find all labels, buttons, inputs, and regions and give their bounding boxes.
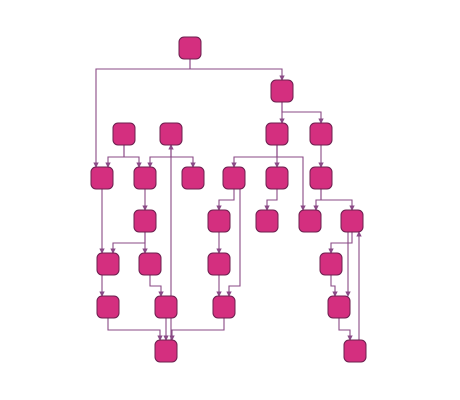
node-n10 bbox=[309, 166, 333, 190]
node-n5 bbox=[112, 122, 136, 146]
edge-9 bbox=[105, 145, 125, 168]
edge-26 bbox=[226, 189, 241, 297]
node-n18 bbox=[96, 252, 120, 276]
node-n8 bbox=[265, 166, 289, 190]
edge-31 bbox=[169, 318, 225, 341]
edge-15 bbox=[110, 232, 146, 254]
node-n6 bbox=[159, 122, 183, 146]
node-n16 bbox=[255, 209, 279, 233]
node-n17 bbox=[340, 209, 364, 233]
node-n2 bbox=[270, 79, 294, 103]
edge-21 bbox=[320, 189, 355, 211]
edge-19 bbox=[264, 189, 278, 211]
edge-layer bbox=[93, 59, 362, 341]
node-n23 bbox=[154, 295, 178, 319]
node-n22 bbox=[96, 295, 120, 319]
node-n20 bbox=[207, 252, 231, 276]
node-n26 bbox=[154, 339, 178, 363]
node-n24 bbox=[212, 295, 236, 319]
node-n11 bbox=[90, 166, 114, 190]
edge-17 bbox=[216, 189, 235, 211]
edge-5 bbox=[231, 145, 278, 168]
edge-29 bbox=[107, 318, 163, 341]
node-n7 bbox=[222, 166, 246, 190]
node-n3 bbox=[265, 122, 289, 146]
node-n12 bbox=[133, 166, 157, 190]
node-n15 bbox=[207, 209, 231, 233]
node-n14 bbox=[133, 209, 157, 233]
edge-20 bbox=[313, 189, 322, 211]
edge-22 bbox=[328, 232, 353, 254]
node-n9 bbox=[298, 209, 322, 233]
edge-10 bbox=[123, 145, 142, 168]
node-n21 bbox=[319, 252, 343, 276]
node-n4 bbox=[309, 122, 333, 146]
edge-2 bbox=[93, 59, 191, 168]
node-n25 bbox=[327, 295, 351, 319]
node-n19 bbox=[138, 252, 162, 276]
edge-4 bbox=[281, 102, 324, 124]
edge-1 bbox=[189, 59, 285, 81]
edge-12 bbox=[170, 145, 196, 168]
edge-11 bbox=[147, 145, 172, 168]
edge-27 bbox=[149, 275, 164, 297]
edge-24 bbox=[330, 275, 338, 297]
edge-7 bbox=[276, 145, 306, 211]
node-layer bbox=[90, 36, 367, 363]
node-n27 bbox=[343, 339, 367, 363]
edge-33 bbox=[338, 318, 353, 341]
node-n13 bbox=[181, 166, 205, 190]
node-n1 bbox=[178, 36, 202, 60]
